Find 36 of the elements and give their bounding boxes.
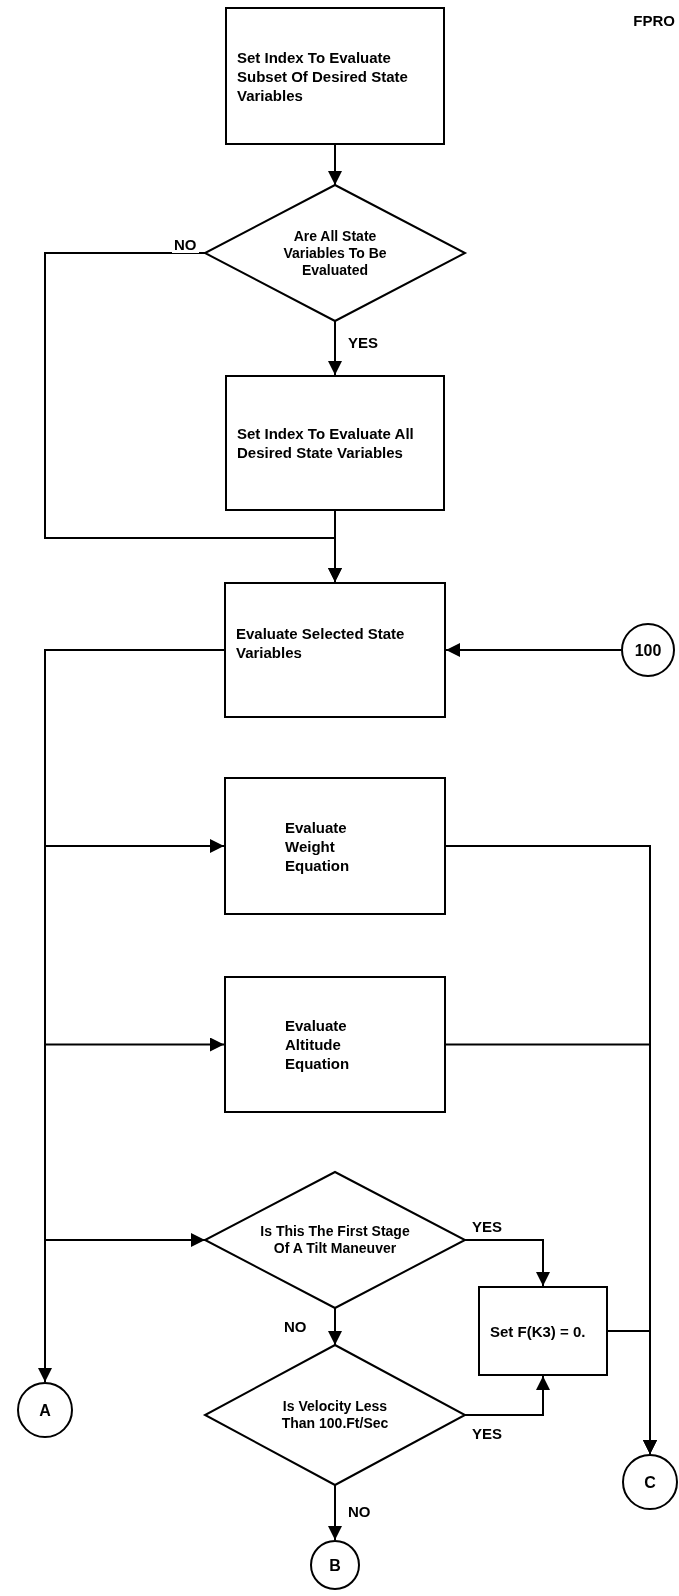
node-text: Set Index To Evaluate All Desired State Variables <box>237 424 415 462</box>
node-text: Set F(K3) = 0. <box>490 1321 587 1341</box>
connector-label: B <box>329 1555 341 1575</box>
connector-label: A <box>39 1400 51 1420</box>
decision-diamond <box>205 1172 465 1308</box>
arrow <box>328 510 342 583</box>
decision-diamond <box>205 185 465 321</box>
arrow <box>464 1239 550 1287</box>
node-text: Is Velocity Less Than 100.Ft/Sec <box>280 1398 390 1432</box>
arrow <box>328 320 342 376</box>
process-box <box>225 375 445 511</box>
arrow <box>328 1484 342 1541</box>
arrow <box>328 1307 342 1346</box>
process-box <box>224 777 446 915</box>
process-box <box>225 7 445 145</box>
arrow <box>445 643 622 657</box>
arrow <box>464 1375 550 1416</box>
node-text: Evaluate Weight Equation <box>285 817 351 875</box>
node-text: Are All State Variables To Be Evaluated <box>282 227 388 279</box>
process-box <box>224 582 446 718</box>
figure-id: FPRO <box>633 12 675 29</box>
connector-circle <box>621 623 675 677</box>
connector-label: 100 <box>634 640 662 660</box>
node-text: Evaluate Selected State Variables <box>236 624 406 662</box>
connector-circle <box>622 1454 678 1510</box>
node-text: Evaluate Altitude Equation <box>285 1016 351 1073</box>
connector-circle <box>310 1540 360 1590</box>
arrow <box>328 144 342 186</box>
connector-label: C <box>644 1472 656 1492</box>
node-text: Is This The First Stage Of A Tilt Maneuver <box>260 1223 410 1257</box>
process-box <box>478 1286 608 1376</box>
arrow <box>607 1330 657 1455</box>
node-text: Set Index To Evaluate Subset Of Desired State Variables <box>237 47 409 105</box>
process-box <box>224 976 446 1113</box>
decision-diamond <box>205 1345 465 1485</box>
connector-circle <box>17 1382 73 1438</box>
